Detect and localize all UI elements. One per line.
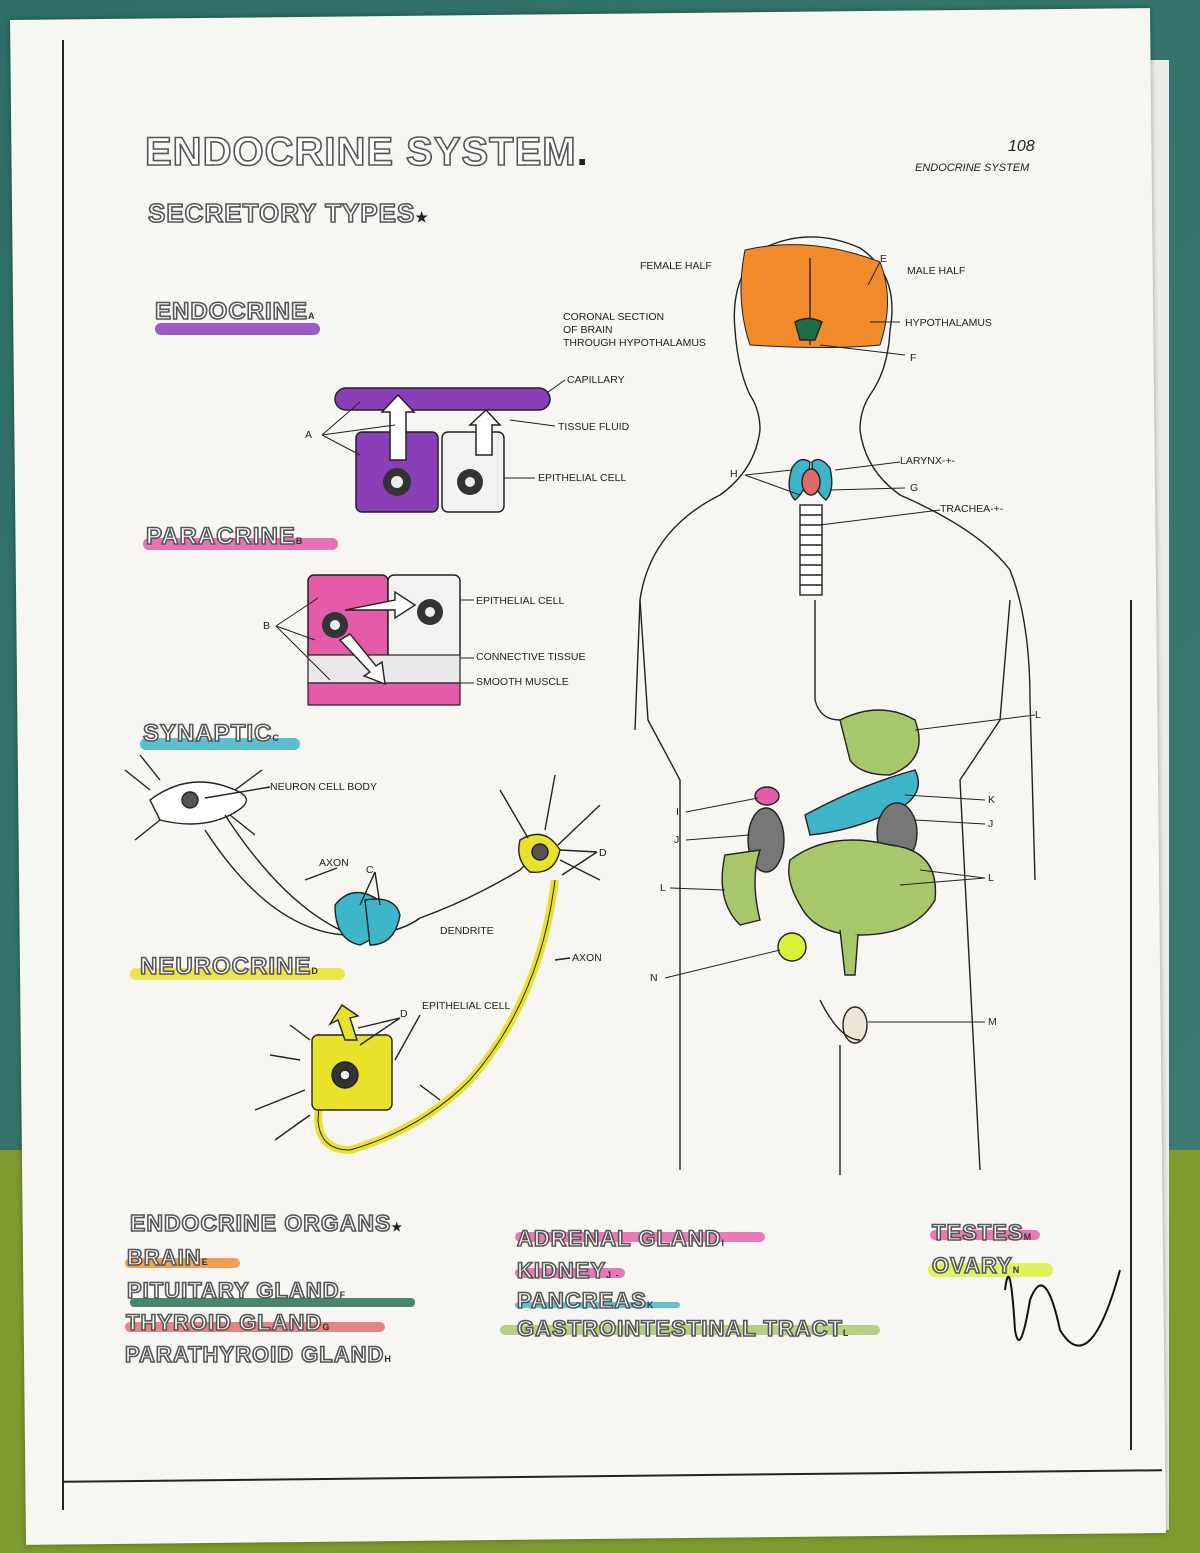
label-coronal-3: THROUGH HYPOTHALAMUS [563, 337, 706, 349]
label-neuron-cell-body: NEURON CELL BODY [270, 781, 377, 793]
label-axon-2: AXON [572, 952, 602, 964]
organ-highlights [125, 1230, 1053, 1335]
organ-pancreas: PANCREASK [516, 1287, 655, 1314]
neurocrine-diagram [254, 879, 571, 1155]
label-h: H [730, 468, 738, 480]
organ-thyroid: THYROID GLANDG [125, 1309, 331, 1336]
label-connective-tissue: CONNECTIVE TISSUE [476, 651, 586, 663]
label-epithelial-cell-b: EPITHELIAL CELL [476, 595, 565, 607]
organ-testes: TESTESM [931, 1219, 1033, 1246]
label-g: G [910, 482, 919, 494]
label-female-half: FEMALE HALF [640, 260, 712, 272]
label-smooth-muscle: SMOOTH MUSCLE [476, 676, 569, 688]
body-pointer-lines [664, 261, 1036, 1023]
organs-title: ENDOCRINE ORGANS★ [129, 1209, 404, 1237]
label-coronal-1: CORONAL SECTION [563, 311, 665, 323]
signature [1004, 1269, 1121, 1347]
label-axon-1: AXON [319, 857, 349, 869]
label-n: N [650, 972, 658, 984]
organ-gi-tract: GASTROINTESTINAL TRACTL [516, 1315, 850, 1342]
label-capillary: CAPILLARY [567, 374, 625, 386]
label-b: B [263, 620, 271, 632]
paracrine-diagram [275, 574, 474, 706]
label-d-1: D [599, 847, 607, 859]
organ-ovary: OVARYN [931, 1252, 1021, 1279]
section-synaptic: SYNAPTICC [142, 719, 280, 748]
paracrine-highlight [143, 538, 338, 550]
organ-brain: BRAINE [126, 1244, 209, 1271]
endocrine-diagram [321, 379, 566, 513]
label-epithelial-cell-d: EPITHELIAL CELL [422, 1000, 511, 1012]
page-title: ENDOCRINE SYSTEM. [144, 129, 589, 175]
label-c: C [366, 864, 374, 876]
label-m: M [988, 1016, 997, 1028]
endocrine-highlight [155, 323, 320, 335]
synaptic-highlight [140, 738, 300, 750]
section-neurocrine: NEUROCRINED [139, 952, 319, 981]
section-endocrine: ENDOCRINEA [154, 297, 316, 326]
organ-adrenal: ADRENAL GLANDI [516, 1225, 725, 1252]
body-diagram [634, 236, 1036, 1175]
label-e: E [880, 253, 888, 265]
label-i: I [676, 806, 679, 818]
organ-parathyroid: PARATHYROID GLANDH [124, 1341, 392, 1368]
synaptic-diagram [124, 754, 601, 946]
label-hypothalamus: HYPOTHALAMUS [905, 317, 992, 329]
page-subtitle: SECRETORY TYPES★ [147, 197, 429, 229]
label-l-2: L [988, 872, 994, 884]
label-d-2: D [400, 1008, 408, 1020]
label-l-1: L [1035, 709, 1041, 721]
label-epithelial-cell-a: EPITHELIAL CELL [538, 472, 627, 484]
page-border-left [62, 40, 64, 1510]
page-border-right [1130, 600, 1132, 1450]
neurocrine-highlight [130, 968, 345, 980]
organ-kidney: KIDNEYJ - [516, 1257, 620, 1284]
label-dendrite: DENDRITE [440, 925, 494, 937]
running-head: ENDOCRINE SYSTEM [915, 162, 1030, 174]
label-a: A [305, 429, 313, 441]
label-k: K [988, 794, 996, 806]
label-trachea: TRACHEA-+- [940, 503, 1004, 515]
label-j-2: J [674, 834, 680, 846]
section-paracrine: PARACRINEB [145, 522, 304, 551]
label-tissue-fluid: TISSUE FLUID [558, 421, 630, 433]
label-male-half: MALE HALF [907, 265, 966, 277]
organ-pituitary: PITUITARY GLANDF [126, 1277, 347, 1304]
label-larynx: LARYNX-+- [900, 455, 955, 467]
label-j-1: J [988, 818, 994, 830]
label-coronal-2: OF BRAIN [563, 324, 613, 336]
page-number: 108 [1008, 138, 1035, 155]
label-f: F [910, 352, 917, 364]
label-l-3: L [660, 882, 666, 894]
